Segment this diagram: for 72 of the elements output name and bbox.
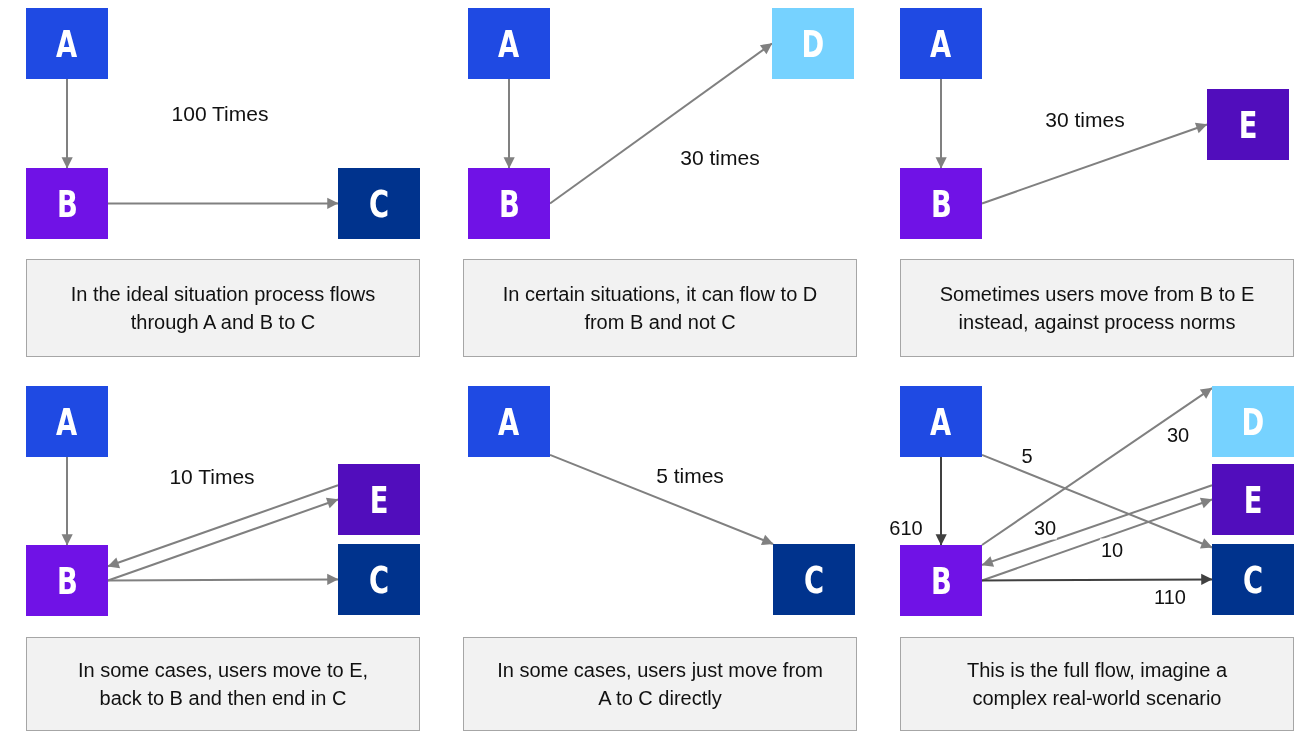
process-box — [338, 464, 420, 535]
node-letter: B — [930, 558, 952, 603]
node-letter: E — [1243, 477, 1263, 522]
arrow — [981, 484, 1213, 567]
process-box — [1212, 386, 1294, 457]
node-letter: E — [1238, 102, 1258, 147]
node-letter: D — [1241, 399, 1265, 444]
node-letter: C — [803, 557, 825, 602]
count-label: 10 Times — [169, 465, 255, 489]
process-box — [1212, 464, 1294, 535]
node-letter: C — [1242, 557, 1264, 602]
arrow — [503, 78, 515, 169]
count-label: 5 times — [656, 464, 724, 488]
process-box — [900, 386, 982, 457]
node-letter: A — [498, 399, 520, 444]
process-box — [900, 8, 982, 79]
process-box — [1207, 89, 1289, 160]
caption-text: In some cases, users just move from A to C directly — [496, 658, 824, 711]
arrow — [61, 78, 73, 169]
node-letter: C — [368, 557, 390, 602]
node-letter: B — [56, 181, 78, 226]
arrow — [935, 456, 947, 546]
node-letter: B — [498, 181, 520, 226]
caption-box — [26, 637, 420, 731]
arrow — [935, 78, 947, 169]
node-letter: A — [930, 21, 952, 66]
process-box — [338, 168, 420, 239]
arrow — [981, 573, 1213, 585]
arrow — [981, 122, 1208, 205]
process-box — [468, 168, 550, 239]
process-box — [900, 545, 982, 616]
arrow — [549, 453, 774, 546]
caption-text: In the ideal situation process flows through A and B to C — [69, 282, 377, 335]
node-letter: A — [498, 21, 520, 66]
process-box — [338, 544, 420, 615]
count-label: 30 times — [1045, 108, 1125, 132]
node-letter: C — [368, 181, 390, 226]
caption-box — [463, 259, 857, 357]
arrow — [549, 42, 773, 205]
process-box — [772, 8, 854, 79]
caption-text: Sometimes users move from B to E instead, against process norms — [938, 282, 1256, 335]
arrow — [107, 197, 339, 209]
node-letter: B — [930, 181, 952, 226]
process-box — [26, 8, 108, 79]
process-box — [26, 545, 108, 616]
caption-text: This is the full flow, imagine a complex real-world scenario — [965, 658, 1229, 711]
arrow — [981, 387, 1213, 546]
node-letter: A — [930, 399, 952, 444]
count-label: 30 times — [680, 146, 760, 170]
caption-text: In certain situations, it can flow to D from B and not C — [501, 282, 819, 335]
node-letter: B — [56, 558, 78, 603]
caption-box — [463, 637, 857, 731]
process-box — [1212, 544, 1294, 615]
process-box — [900, 168, 982, 239]
arrow — [981, 453, 1213, 549]
node-letter: E — [369, 477, 389, 522]
arrow — [107, 573, 339, 585]
count-label: 100 Times — [171, 102, 269, 126]
caption-box — [900, 259, 1294, 357]
arrow — [107, 484, 339, 569]
caption-box — [900, 637, 1294, 731]
process-box — [26, 168, 108, 239]
caption-box — [26, 259, 420, 357]
process-box — [468, 8, 550, 79]
caption-text: In some cases, users move to E, back to B and then end in C — [76, 658, 370, 711]
arrow — [61, 456, 73, 546]
node-letter: A — [56, 21, 78, 66]
process-box — [773, 544, 855, 615]
process-box — [26, 386, 108, 457]
node-letter: D — [801, 21, 825, 66]
node-letter: A — [56, 399, 78, 444]
process-box — [468, 386, 550, 457]
